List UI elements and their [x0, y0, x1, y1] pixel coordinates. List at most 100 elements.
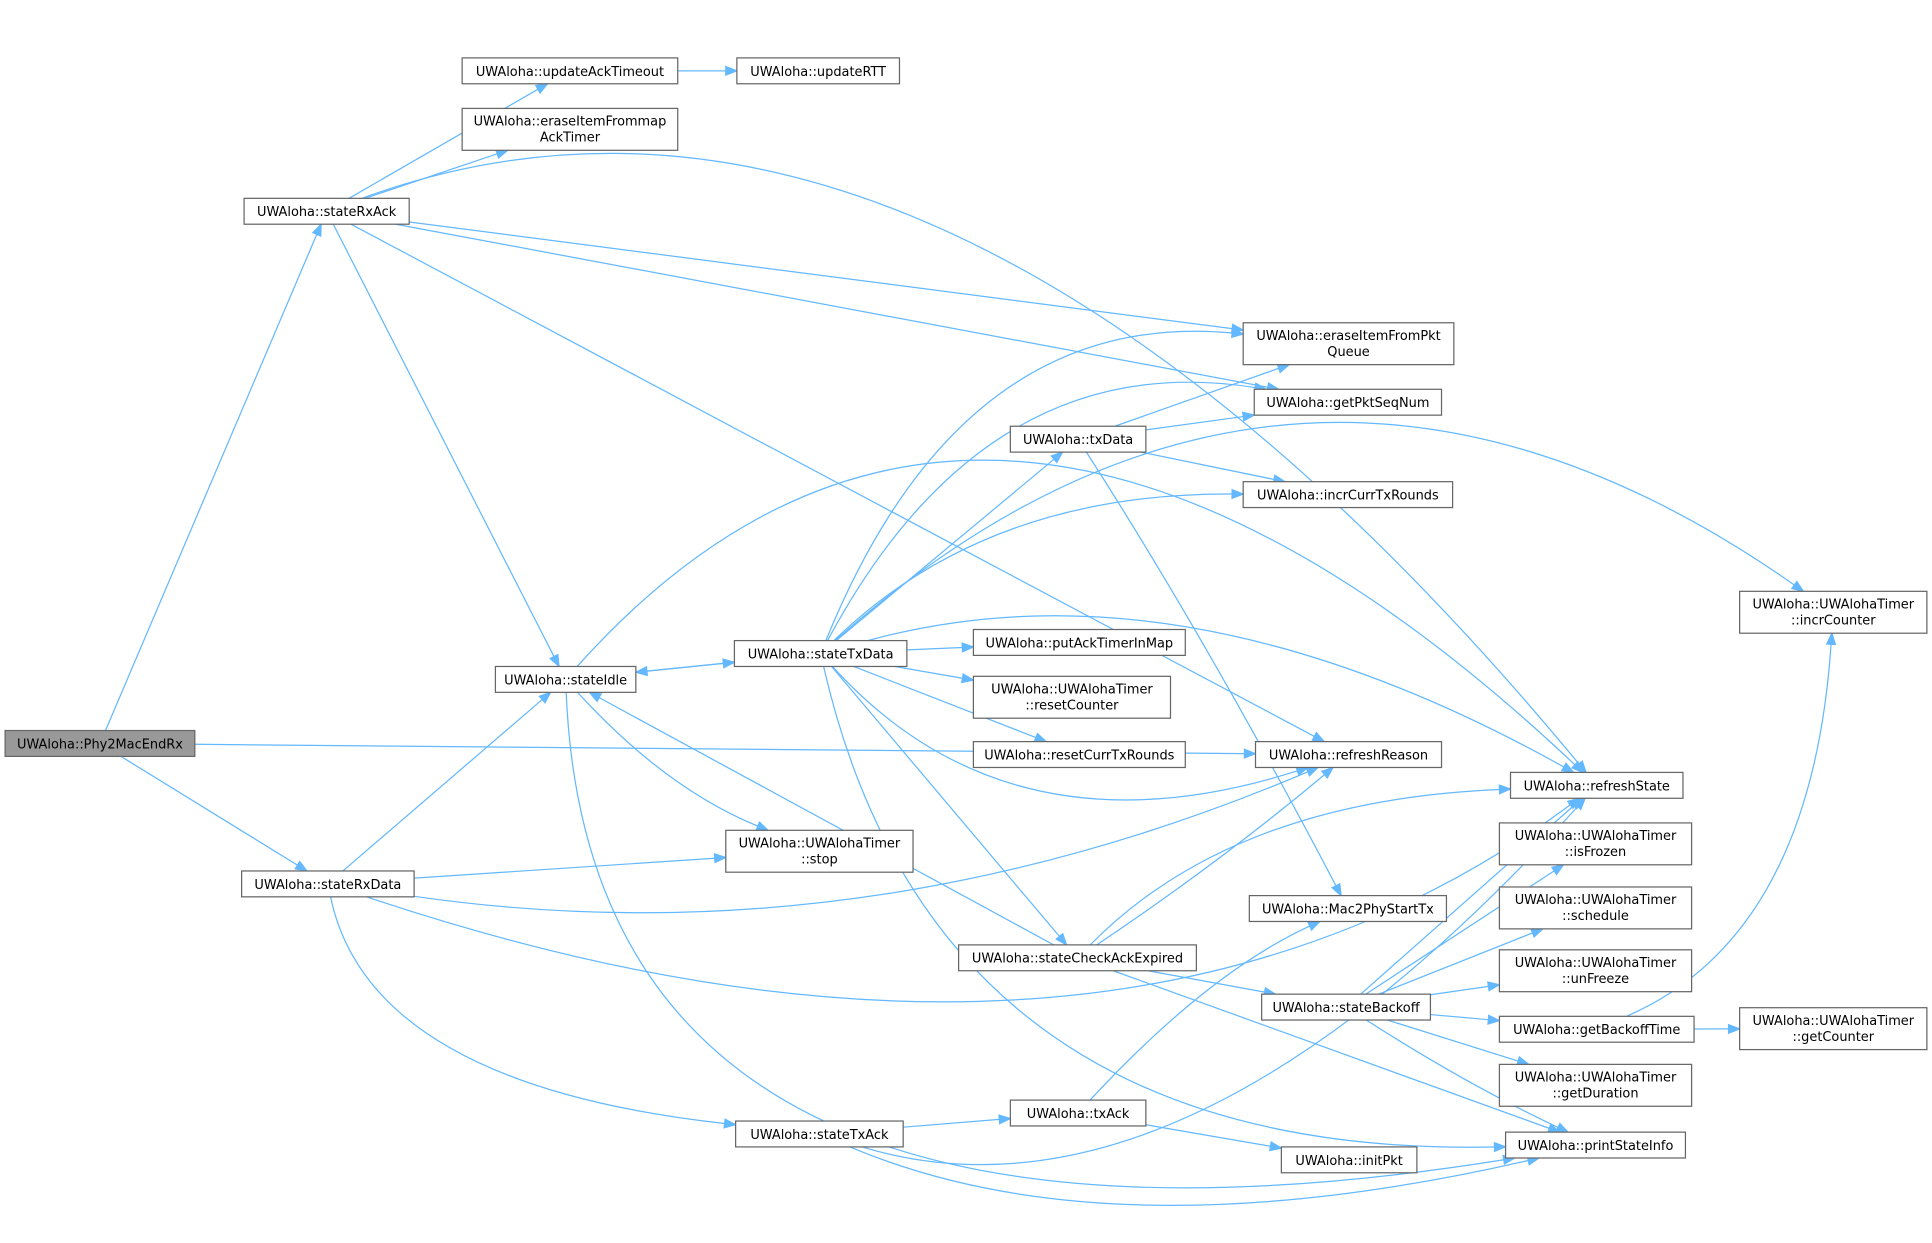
node-box[interactable]	[957, 944, 1197, 972]
node-updateRTT[interactable]: UWAloha::updateRTT	[736, 57, 901, 85]
edge-stateRxAck-to-updateAckTimeout	[348, 82, 550, 199]
node-box[interactable]	[461, 57, 679, 85]
node-box[interactable]	[1242, 322, 1455, 366]
edge-stateBackoff-to-unFreeze	[1430, 981, 1502, 996]
node-getDuration[interactable]: UWAloha::UWAlohaTimer::getDuration	[1498, 1063, 1693, 1107]
arrowhead-icon	[1493, 1141, 1508, 1153]
node-box[interactable]	[1242, 481, 1454, 509]
node-stateTxAck[interactable]: UWAloha::stateTxAck	[735, 1120, 904, 1148]
node-label: ::getDuration	[1552, 1087, 1638, 1102]
node-incrCounter[interactable]: UWAloha::UWAlohaTimer::incrCounter	[1739, 590, 1928, 634]
node-box[interactable]	[1509, 771, 1684, 799]
node-box[interactable]	[1498, 822, 1693, 866]
node-label: ::stop	[801, 853, 838, 868]
node-box[interactable]	[1498, 1063, 1693, 1107]
node-label: UWAloha::stateTxData	[748, 647, 894, 662]
node-box[interactable]	[972, 628, 1186, 656]
edge-stateCheckAckExpired-to-refreshState	[1089, 784, 1513, 946]
node-getCounter[interactable]: UWAloha::UWAlohaTimer::getCounter	[1739, 1007, 1928, 1051]
arrowhead-icon	[755, 821, 770, 831]
arrowhead-icon	[1055, 932, 1068, 947]
edge-stateBackoff-to-isFrozen	[1365, 863, 1565, 995]
node-box[interactable]	[1280, 1146, 1418, 1174]
edge-stateRxData-to-stateTxAck	[329, 896, 738, 1129]
arrowhead-icon	[1727, 1023, 1742, 1035]
arrowhead-icon	[494, 149, 510, 159]
node-label: UWAloha::updateRTT	[750, 65, 886, 80]
arrowhead-icon	[1790, 580, 1805, 593]
edge-stateTxData-to-resetCounter	[894, 665, 976, 684]
node-resetCurrTxRounds[interactable]: UWAloha::resetCurrTxRounds	[972, 740, 1186, 769]
node-incrCurrTxRounds[interactable]: UWAloha::incrCurrTxRounds	[1242, 481, 1454, 509]
arrowhead-icon	[723, 1118, 738, 1129]
node-box[interactable]	[1504, 1131, 1687, 1159]
arrowhead-icon	[1498, 784, 1513, 795]
node-unFreeze[interactable]: UWAloha::UWAlohaTimer::unFreeze	[1498, 949, 1693, 993]
node-box[interactable]	[461, 107, 679, 151]
node-box[interactable]	[736, 57, 901, 85]
node-refreshReason[interactable]: UWAloha::refreshReason	[1254, 740, 1443, 769]
node-label: ::unFreeze	[1562, 972, 1629, 987]
node-stop[interactable]: UWAloha::UWAlohaTimer::stop	[725, 829, 914, 873]
arrowhead-icon	[1050, 451, 1064, 464]
node-label: UWAloha::Mac2PhyStartTx	[1262, 902, 1434, 917]
node-box[interactable]	[494, 665, 637, 693]
node-stateTxData[interactable]: UWAloha::stateTxData	[733, 639, 908, 668]
node-box[interactable]	[243, 197, 410, 225]
node-phy2MacEndRx[interactable]: UWAloha::Phy2MacEndRx	[4, 729, 196, 758]
node-label: UWAloha::stateTxAck	[750, 1128, 889, 1143]
node-box[interactable]	[1253, 388, 1443, 416]
node-stateRxAck[interactable]: UWAloha::stateRxAck	[243, 197, 410, 225]
edge-stateRxData-to-stop	[414, 853, 728, 879]
arrowhead-icon	[1306, 920, 1322, 932]
node-putAckTimerInMap[interactable]: UWAloha::putAckTimerInMap	[972, 628, 1186, 656]
node-resetCounter[interactable]: UWAloha::UWAlohaTimer::resetCounter	[972, 675, 1172, 719]
node-updateAckTimeout[interactable]: UWAloha::updateAckTimeout	[461, 57, 679, 85]
node-refreshState[interactable]: UWAloha::refreshState	[1509, 771, 1684, 799]
edge-stateTxAck-to-refreshState	[861, 797, 1587, 1166]
node-box[interactable]	[735, 1120, 904, 1148]
node-initPkt[interactable]: UWAloha::initPkt	[1280, 1146, 1418, 1174]
node-box[interactable]	[241, 870, 415, 898]
node-box[interactable]	[1009, 425, 1147, 453]
node-getPktSeqNum[interactable]: UWAloha::getPktSeqNum	[1253, 388, 1443, 416]
node-box[interactable]	[733, 639, 908, 668]
edge-stateRxAck-to-eraseItemFromPktQueue	[409, 221, 1245, 334]
node-box[interactable]	[972, 675, 1172, 719]
edge-stateTxData-to-eraseItemFromPktQueue	[825, 327, 1245, 641]
node-box[interactable]	[4, 729, 196, 758]
arrowhead-icon	[549, 653, 560, 668]
arrowhead-icon	[1231, 488, 1245, 500]
node-box[interactable]	[1261, 993, 1432, 1021]
node-isFrozen[interactable]: UWAloha::UWAlohaTimer::isFrozen	[1498, 822, 1693, 866]
node-box[interactable]	[1739, 1007, 1928, 1051]
node-label: ::resetCounter	[1025, 699, 1119, 714]
node-box[interactable]	[1739, 590, 1928, 634]
node-printStateInfo[interactable]: UWAloha::printStateInfo	[1504, 1131, 1687, 1159]
node-txData[interactable]: UWAloha::txData	[1009, 425, 1147, 453]
node-schedule[interactable]: UWAloha::UWAlohaTimer::schedule	[1498, 886, 1693, 930]
edge-stateTxAck-to-txAck	[903, 1114, 1013, 1128]
node-stateBackoff[interactable]: UWAloha::stateBackoff	[1261, 993, 1432, 1021]
node-getBackoffTime[interactable]: UWAloha::getBackoffTime	[1498, 1015, 1695, 1043]
node-box[interactable]	[1009, 1099, 1147, 1127]
node-stateCheckAckExpired[interactable]: UWAloha::stateCheckAckExpired	[957, 944, 1197, 972]
node-box[interactable]	[1498, 1015, 1695, 1043]
arrowhead-icon	[1320, 766, 1335, 779]
node-box[interactable]	[1254, 740, 1443, 769]
node-box[interactable]	[1498, 886, 1693, 930]
node-stateIdle[interactable]: UWAloha::stateIdle	[494, 665, 637, 693]
node-box[interactable]	[725, 829, 914, 873]
nodes: UWAloha::Phy2MacEndRx UWAloha::stateRxAck…	[4, 57, 1928, 1174]
node-box[interactable]	[972, 740, 1186, 769]
node-mac2PhyStartTx[interactable]: UWAloha::Mac2PhyStartTx	[1248, 894, 1448, 923]
node-txAck[interactable]: UWAloha::txAck	[1009, 1099, 1147, 1127]
node-box[interactable]	[1248, 894, 1448, 923]
node-stateRxData[interactable]: UWAloha::stateRxData	[241, 870, 415, 898]
arrowhead-icon	[1487, 981, 1502, 992]
node-box[interactable]	[1498, 949, 1693, 993]
arrowhead-icon	[1305, 766, 1320, 777]
node-label: UWAloha::UWAlohaTimer	[1752, 1014, 1914, 1029]
